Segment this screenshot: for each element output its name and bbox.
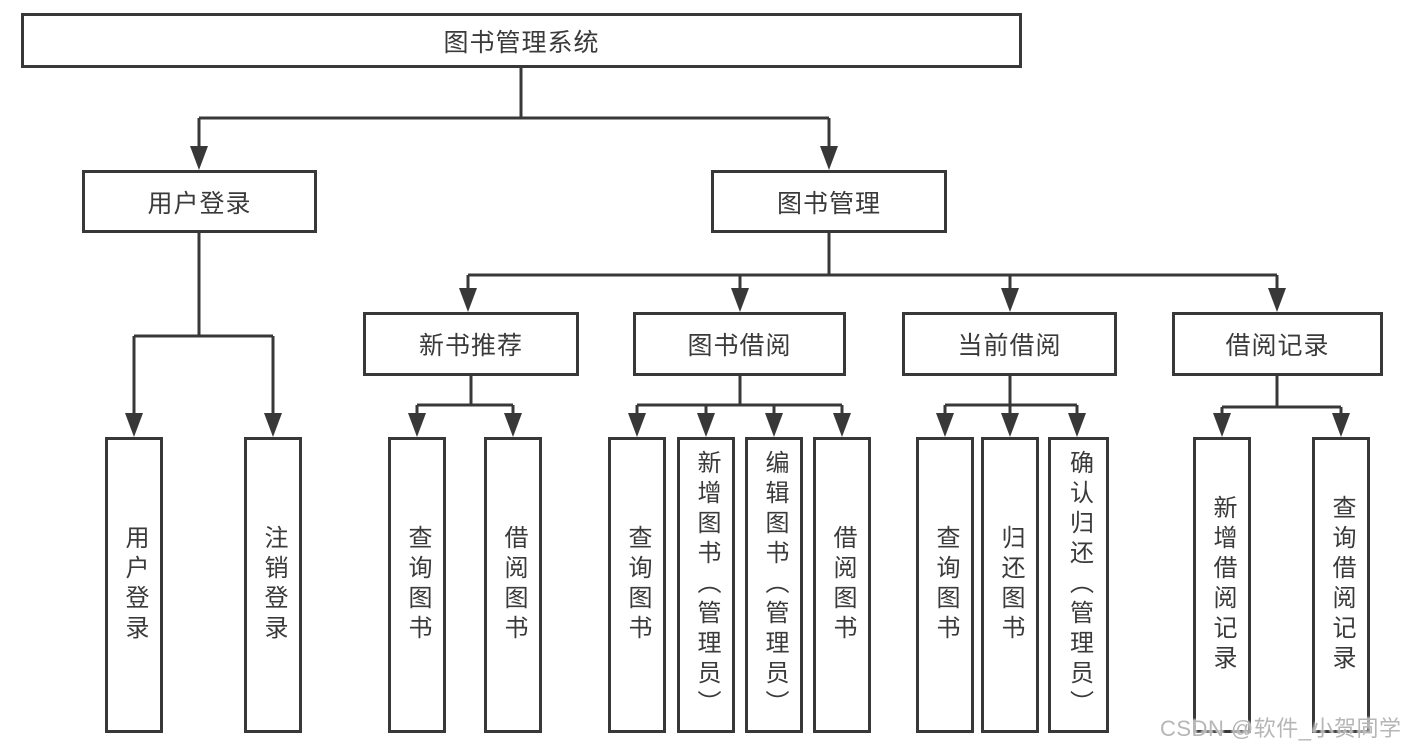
arrowhead-icon: [731, 288, 749, 312]
node-book-management-module: 图书管理: [711, 170, 947, 233]
arrowhead-icon: [820, 146, 838, 170]
arrowhead-icon: [936, 413, 954, 437]
node-label: 新书推荐: [418, 332, 523, 360]
arrowhead-icon: [190, 146, 208, 170]
arrowhead-icon: [504, 413, 522, 437]
arrowhead-icon: [459, 288, 477, 312]
node-leaf-edit-books-admin: 编辑图书（管理员）: [745, 437, 803, 733]
arrowhead-icon: [1268, 288, 1286, 312]
arrowhead-icon: [1332, 413, 1350, 437]
csdn-watermark: CSDN @软件_小贺同学: [1160, 716, 1402, 741]
node-label: 图书管理系统: [443, 28, 600, 57]
node-label: 新增借阅记录: [1209, 495, 1236, 675]
node-label: 归还图书: [997, 525, 1024, 645]
node-library-management-system: 图书管理系统: [21, 13, 1022, 68]
node-leaf-query-borrow-record: 查询借阅记录: [1312, 437, 1370, 733]
node-label: 编辑图书（管理员）: [761, 450, 788, 720]
node-label: 查询借阅记录: [1328, 495, 1355, 675]
node-label: 新增图书（管理员）: [693, 450, 720, 720]
arrowhead-icon: [1001, 413, 1019, 437]
arrowhead-icon: [1213, 413, 1231, 437]
arrowhead-icon: [697, 413, 715, 437]
node-label: 查询图书: [404, 525, 431, 645]
node-leaf-borrow-books-2: 借阅图书: [813, 437, 871, 733]
node-label: 图书借阅: [687, 332, 792, 360]
node-label: 图书管理: [776, 189, 881, 218]
node-label: 查询图书: [624, 525, 651, 645]
node-leaf-borrow-books-1: 借阅图书: [484, 437, 542, 733]
arrowheads: [125, 146, 1350, 437]
node-label: 当前借阅: [957, 332, 1062, 360]
node-new-book-recommendation: 新书推荐: [363, 312, 579, 376]
node-leaf-confirm-return-admin: 确认归还（管理员）: [1048, 437, 1109, 733]
node-label: 借阅记录: [1225, 332, 1330, 360]
node-label: 注销登录: [260, 525, 287, 645]
node-label: 用户登录: [121, 525, 148, 645]
node-current-borrowing: 当前借阅: [902, 312, 1117, 376]
arrowhead-icon: [264, 413, 282, 437]
node-label: 用户登录: [147, 189, 252, 218]
node-leaf-return-books: 归还图书: [981, 437, 1039, 733]
arrowhead-icon: [1068, 413, 1086, 437]
arrowhead-icon: [765, 413, 783, 437]
node-leaf-add-borrow-record: 新增借阅记录: [1193, 437, 1251, 733]
node-leaf-query-books-1: 查询图书: [388, 437, 446, 733]
node-label: 查询图书: [932, 525, 959, 645]
arrowhead-icon: [125, 413, 143, 437]
node-leaf-user-login: 用户登录: [105, 437, 163, 733]
arrowhead-icon: [628, 413, 646, 437]
node-leaf-query-books-2: 查询图书: [608, 437, 666, 733]
node-leaf-add-books-admin: 新增图书（管理员）: [677, 437, 735, 733]
node-leaf-query-books-3: 查询图书: [916, 437, 974, 733]
arrowhead-icon: [1001, 288, 1019, 312]
node-label: 借阅图书: [829, 525, 856, 645]
arrowhead-icon: [833, 413, 851, 437]
node-user-login-module: 用户登录: [82, 170, 317, 233]
node-label: 确认归还（管理员）: [1065, 450, 1093, 720]
node-label: 借阅图书: [500, 525, 527, 645]
node-borrowing-records: 借阅记录: [1172, 312, 1383, 376]
node-book-borrowing: 图书借阅: [633, 312, 846, 376]
node-leaf-logout: 注销登录: [244, 437, 302, 733]
arrowhead-icon: [408, 413, 426, 437]
